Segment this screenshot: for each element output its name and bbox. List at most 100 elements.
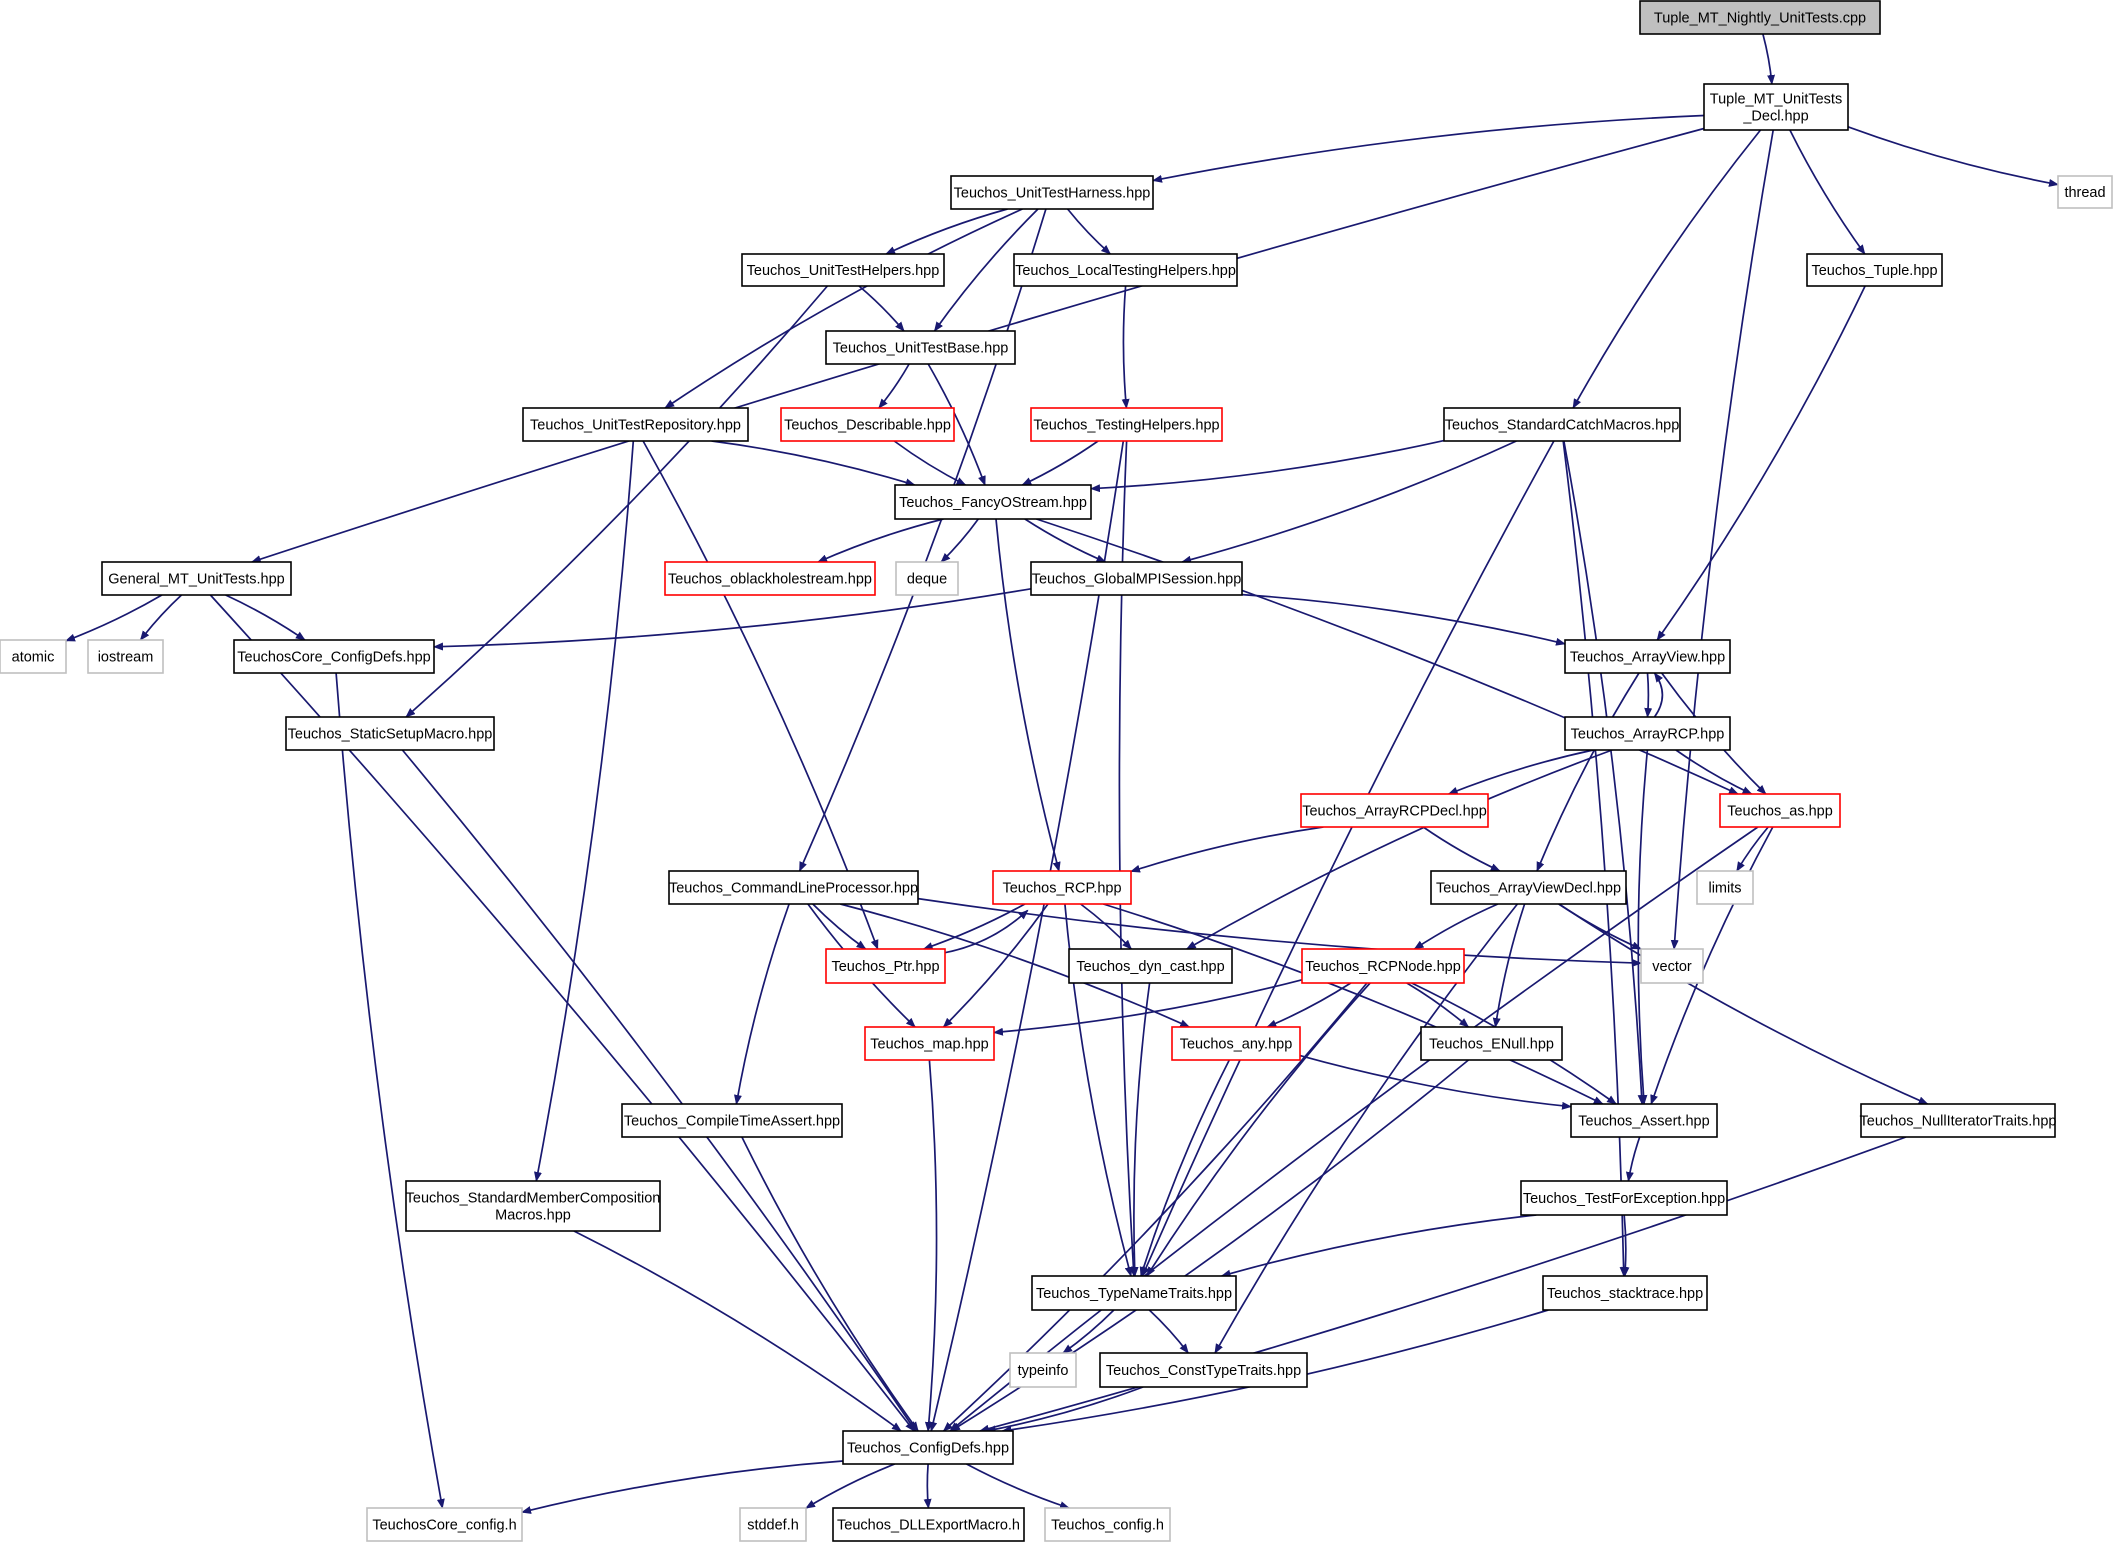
node-globalmpi-label: Teuchos_GlobalMPISession.hpp (1032, 572, 1242, 588)
edge-general-to-atomic (65, 594, 163, 642)
node-testinghelpers[interactable]: Teuchos_TestingHelpers.hpp (1030, 407, 1223, 442)
node-describable-box (780, 407, 955, 442)
node-localtesting[interactable]: Teuchos_LocalTestingHelpers.hpp (1013, 253, 1238, 287)
node-arrayview-label: Teuchos_ArrayView.hpp (1570, 650, 1725, 666)
edge-rcpnode-to-any (1266, 982, 1352, 1028)
node-testforexc[interactable]: Teuchos_TestForException.hpp (1520, 1180, 1728, 1216)
node-utbase-label: Teuchos_UnitTestBase.hpp (833, 341, 1009, 357)
node-nulliter[interactable]: Teuchos_NullIteratorTraits.hpp (1860, 1103, 2057, 1138)
node-atomic[interactable]: atomic (0, 639, 67, 674)
node-coreconfigh-box (366, 1507, 523, 1542)
node-stddef-box (739, 1507, 807, 1542)
node-configdefs[interactable]: Teuchos_ConfigDefs.hpp (842, 1430, 1014, 1465)
node-stacktrace[interactable]: Teuchos_stacktrace.hpp (1542, 1275, 1708, 1311)
node-cmdline[interactable]: Teuchos_CommandLineProcessor.hpp (668, 870, 919, 905)
edge-any-to-assert (1299, 1054, 1572, 1110)
edge-compiletime-to-configdefs (741, 1136, 919, 1432)
edge-configdefs-to-coreconfigh (521, 1460, 844, 1514)
node-assert[interactable]: Teuchos_Assert.hpp (1570, 1103, 1718, 1138)
edge-decl-to-tuple (1789, 129, 1866, 255)
node-describable[interactable]: Teuchos_Describable.hpp (780, 407, 955, 442)
node-utbase[interactable]: Teuchos_UnitTestBase.hpp (825, 330, 1016, 365)
node-root-label: Tuple_MT_Nightly_UnitTests.cpp (1654, 11, 1866, 27)
node-decl-box (1703, 83, 1849, 131)
edge-configdefs-to-dllexport (923, 1463, 932, 1509)
node-globalmpi[interactable]: Teuchos_GlobalMPISession.hpp (1030, 561, 1243, 596)
node-dyncast[interactable]: Teuchos_dyn_cast.hpp (1068, 948, 1233, 984)
node-typename[interactable]: Teuchos_TypeNameTraits.hpp (1031, 1275, 1237, 1311)
node-stdcatch-label: Teuchos_StandardCatchMacros.hpp (1445, 418, 1680, 434)
node-uthelpers-label: Teuchos_UnitTestHelpers.hpp (747, 263, 940, 279)
edge-harness-to-cmdline (798, 208, 1047, 872)
node-stacktrace-box (1542, 1275, 1708, 1311)
node-rcpnode[interactable]: Teuchos_RCPNode.hpp (1301, 948, 1465, 984)
edge-fancy-to-globalmpi (1024, 518, 1107, 563)
node-typename-box (1031, 1275, 1237, 1311)
edge-fancy-to-deque (940, 518, 979, 563)
node-stddef[interactable]: stddef.h (739, 1507, 807, 1542)
node-any[interactable]: Teuchos_any.hpp (1171, 1026, 1301, 1061)
edge-utrepo-to-fancy (711, 440, 916, 487)
node-dllexport[interactable]: Teuchos_DLLExportMacro.h (832, 1507, 1025, 1542)
node-arrayrcp-label: Teuchos_ArrayRCP.hpp (1571, 727, 1725, 743)
node-typeinfo[interactable]: typeinfo (1009, 1352, 1077, 1388)
node-root[interactable]: Tuple_MT_Nightly_UnitTests.cpp (1639, 0, 1881, 35)
node-iostream[interactable]: iostream (87, 639, 164, 674)
node-vector[interactable]: vector (1640, 948, 1704, 984)
node-tuple[interactable]: Teuchos_Tuple.hpp (1806, 253, 1943, 287)
node-compiletime[interactable]: Teuchos_CompileTimeAssert.hpp (621, 1103, 843, 1138)
node-arrayrcp[interactable]: Teuchos_ArrayRCP.hpp (1564, 716, 1731, 751)
node-staticsetup[interactable]: Teuchos_StaticSetupMacro.hpp (285, 716, 495, 751)
edge-harness-to-utbase (933, 208, 1039, 332)
node-uthelpers[interactable]: Teuchos_UnitTestHelpers.hpp (741, 253, 945, 287)
node-ptr[interactable]: Teuchos_Ptr.hpp (825, 948, 946, 984)
node-arrayview[interactable]: Teuchos_ArrayView.hpp (1564, 639, 1731, 674)
node-configh[interactable]: Teuchos_config.h (1044, 1507, 1171, 1542)
node-stdmember[interactable]: Teuchos_StandardMemberCompositionMacros.… (405, 1180, 661, 1232)
node-arrayviewdecl[interactable]: Teuchos_ArrayViewDecl.hpp (1430, 870, 1627, 905)
node-limits[interactable]: limits (1696, 870, 1754, 905)
node-stdcatch[interactable]: Teuchos_StandardCatchMacros.hpp (1443, 407, 1681, 442)
edge-configdefs-to-stddef (805, 1463, 896, 1509)
node-decl[interactable]: Tuple_MT_UnitTests_Decl.hpp (1703, 83, 1849, 131)
node-arrayview-box (1564, 639, 1731, 674)
node-coreconfigh[interactable]: TeuchosCore_config.h (366, 1507, 523, 1542)
edge-map-to-configdefs (924, 1059, 938, 1432)
node-atomic-label: atomic (12, 650, 55, 666)
node-coreconfig[interactable]: TeuchosCore_ConfigDefs.hpp (233, 639, 435, 674)
node-as-label: Teuchos_as.hpp (1727, 804, 1833, 820)
node-ptr-box (825, 948, 946, 984)
edge-rcpnode-to-map (993, 978, 1303, 1036)
edge-arrayrcp-to-arrayview (1653, 672, 1664, 718)
edge-arrayrcp-to-as (1675, 749, 1753, 795)
node-consttype-label: Teuchos_ConstTypeTraits.hpp (1106, 1363, 1301, 1379)
edge-cmdline-to-vector (917, 897, 1642, 967)
node-arrayrcpdecl[interactable]: Teuchos_ArrayRCPDecl.hpp (1300, 793, 1489, 828)
node-dyncast-box (1068, 948, 1233, 984)
node-general[interactable]: General_MT_UnitTests.hpp (101, 561, 292, 596)
node-dyncast-label: Teuchos_dyn_cast.hpp (1076, 959, 1224, 975)
node-testinghelpers-label: Teuchos_TestingHelpers.hpp (1033, 418, 1219, 434)
edge-arrayviewdecl-to-rcpnode (1413, 903, 1499, 950)
node-as[interactable]: Teuchos_as.hpp (1719, 793, 1841, 828)
edge-arrayviewdecl-to-enull (1492, 903, 1526, 1028)
edge-stdcatch-to-stacktrace (1562, 440, 1628, 1277)
node-atomic-box (0, 639, 67, 674)
node-map[interactable]: Teuchos_map.hpp (864, 1026, 995, 1061)
node-compiletime-box (621, 1103, 843, 1138)
edge-arrayrcp-to-assert (1637, 749, 1649, 1105)
node-map-label: Teuchos_map.hpp (870, 1037, 989, 1053)
node-deque[interactable]: deque (895, 561, 959, 596)
node-consttype[interactable]: Teuchos_ConstTypeTraits.hpp (1099, 1352, 1308, 1388)
node-enull[interactable]: Teuchos_ENull.hpp (1420, 1026, 1563, 1061)
edge-harness-to-localtesting (1066, 208, 1112, 255)
edge-arrayview-to-arrayviewdecl (1536, 672, 1640, 872)
node-oblackhole[interactable]: Teuchos_oblackholestream.hpp (664, 561, 876, 596)
node-fancy[interactable]: Teuchos_FancyOStream.hpp (894, 484, 1092, 520)
node-thread[interactable]: thread (2057, 175, 2113, 209)
node-harness[interactable]: Teuchos_UnitTestHarness.hpp (950, 175, 1154, 210)
node-map-box (864, 1026, 995, 1061)
node-rcp[interactable]: Teuchos_RCP.hpp (992, 870, 1132, 905)
node-utrepo[interactable]: Teuchos_UnitTestRepository.hpp (522, 407, 749, 442)
edge-localtesting-to-testinghelpers (1121, 285, 1130, 409)
